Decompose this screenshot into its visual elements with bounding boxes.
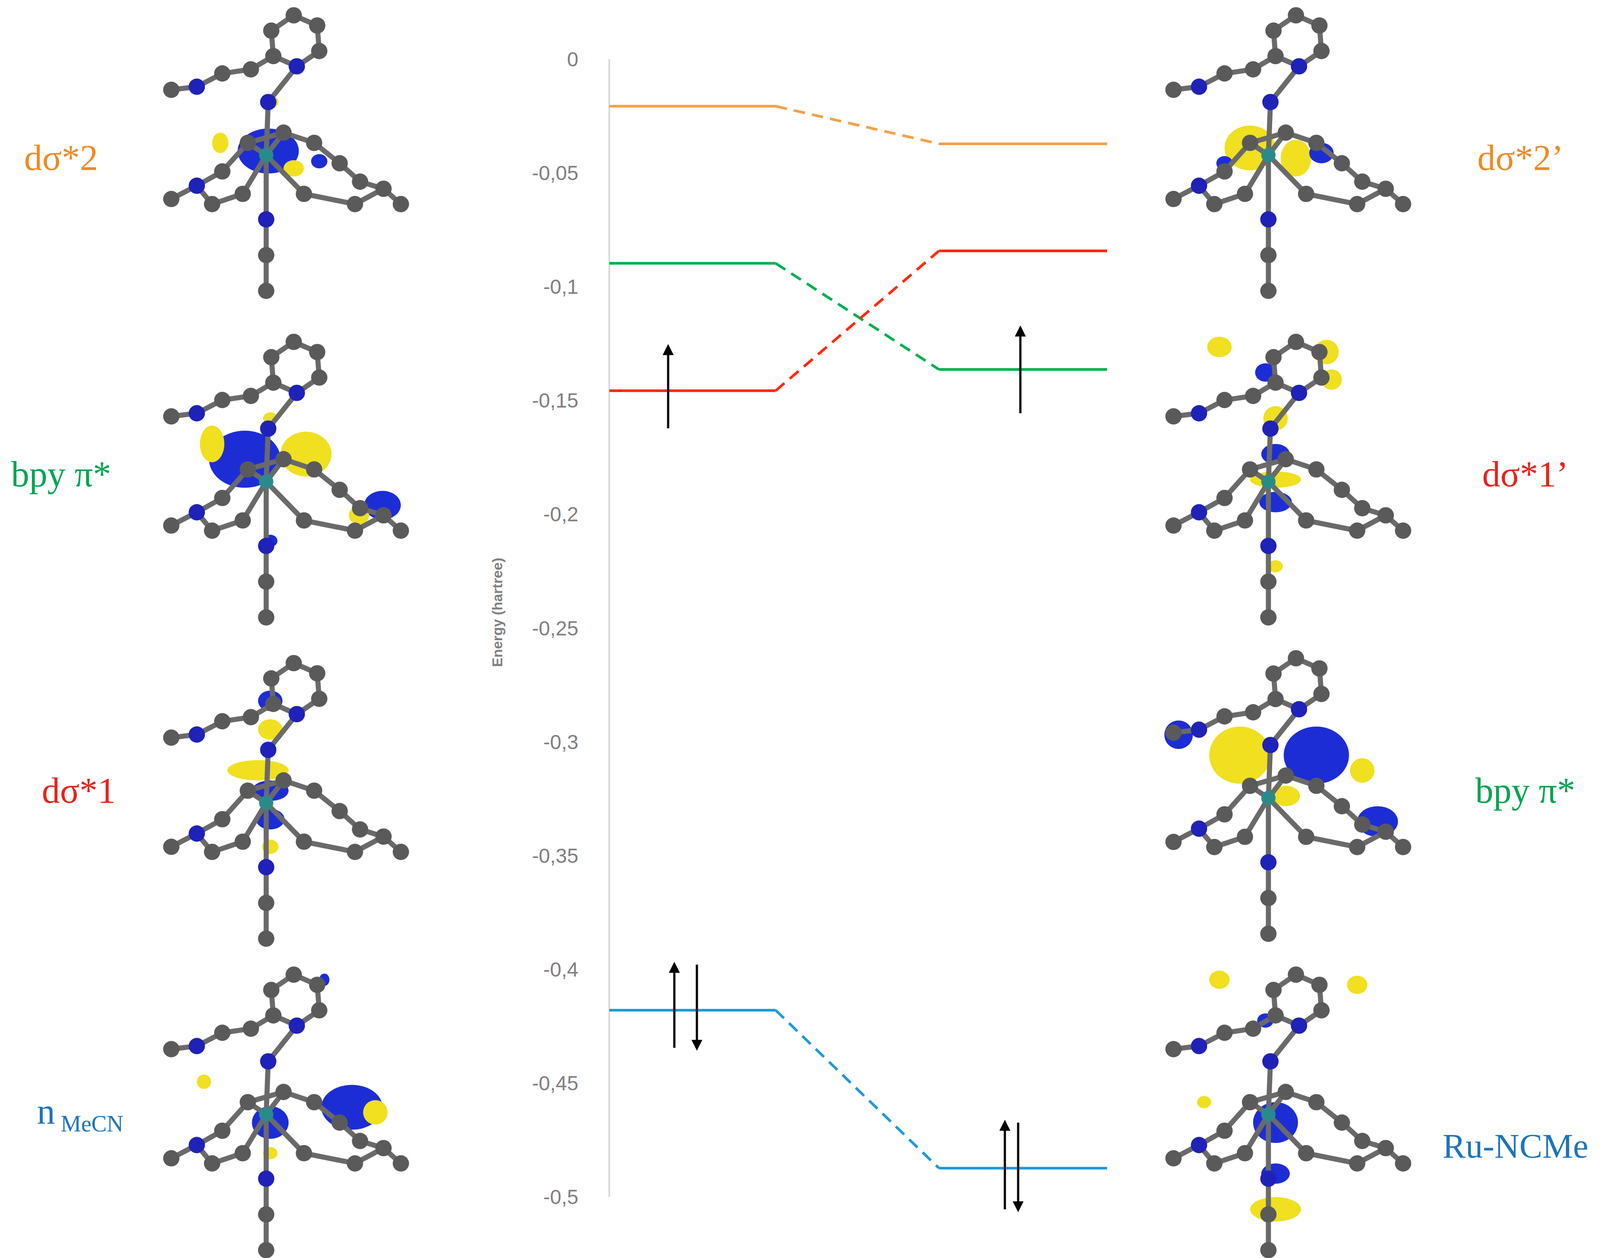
axis-title: Energy (hartree) <box>489 557 506 667</box>
axis-tick: -0,4 <box>543 958 579 981</box>
orbital-label: bpy π* <box>11 454 112 495</box>
orbital-label: dσ*2 <box>23 138 98 178</box>
axis-tick: -0,05 <box>531 161 579 185</box>
orbital-picture <box>163 966 410 1258</box>
axis-tick: -0,45 <box>531 1072 579 1095</box>
orbital-picture <box>1165 966 1412 1258</box>
energy-levels <box>609 106 1108 1169</box>
axis-tick: -0,1 <box>543 275 579 299</box>
orbital-picture <box>163 7 410 300</box>
orbital-label: dσ*2’ <box>1477 138 1564 178</box>
axis-tick: -0,3 <box>543 730 579 754</box>
electron-arrows <box>668 330 1021 1210</box>
axis-tick: -0,15 <box>531 389 579 412</box>
orbital-picture <box>163 654 410 947</box>
orbital-label: Ru-NCMe <box>1442 1126 1589 1166</box>
orbital-picture <box>1164 650 1412 943</box>
axis-tick: -0,25 <box>531 616 579 640</box>
orbital-label: bpy π* <box>1475 770 1576 811</box>
orbital-picture <box>163 333 410 626</box>
orbital-label: dσ*1 <box>41 770 116 811</box>
axis-tick: 0 <box>566 48 579 71</box>
orbital-picture <box>1165 333 1412 626</box>
axis-tick: -0,5 <box>543 1185 579 1209</box>
energy-axis <box>608 59 611 1197</box>
orbital-label: n <box>37 1091 56 1132</box>
orbital-subscript: MeCN <box>60 1111 124 1137</box>
axis-tick: -0,2 <box>543 503 579 526</box>
orbital-label: dσ*1’ <box>1482 454 1569 495</box>
axis-tick: -0,35 <box>531 844 579 867</box>
orbital-picture <box>1165 7 1412 300</box>
